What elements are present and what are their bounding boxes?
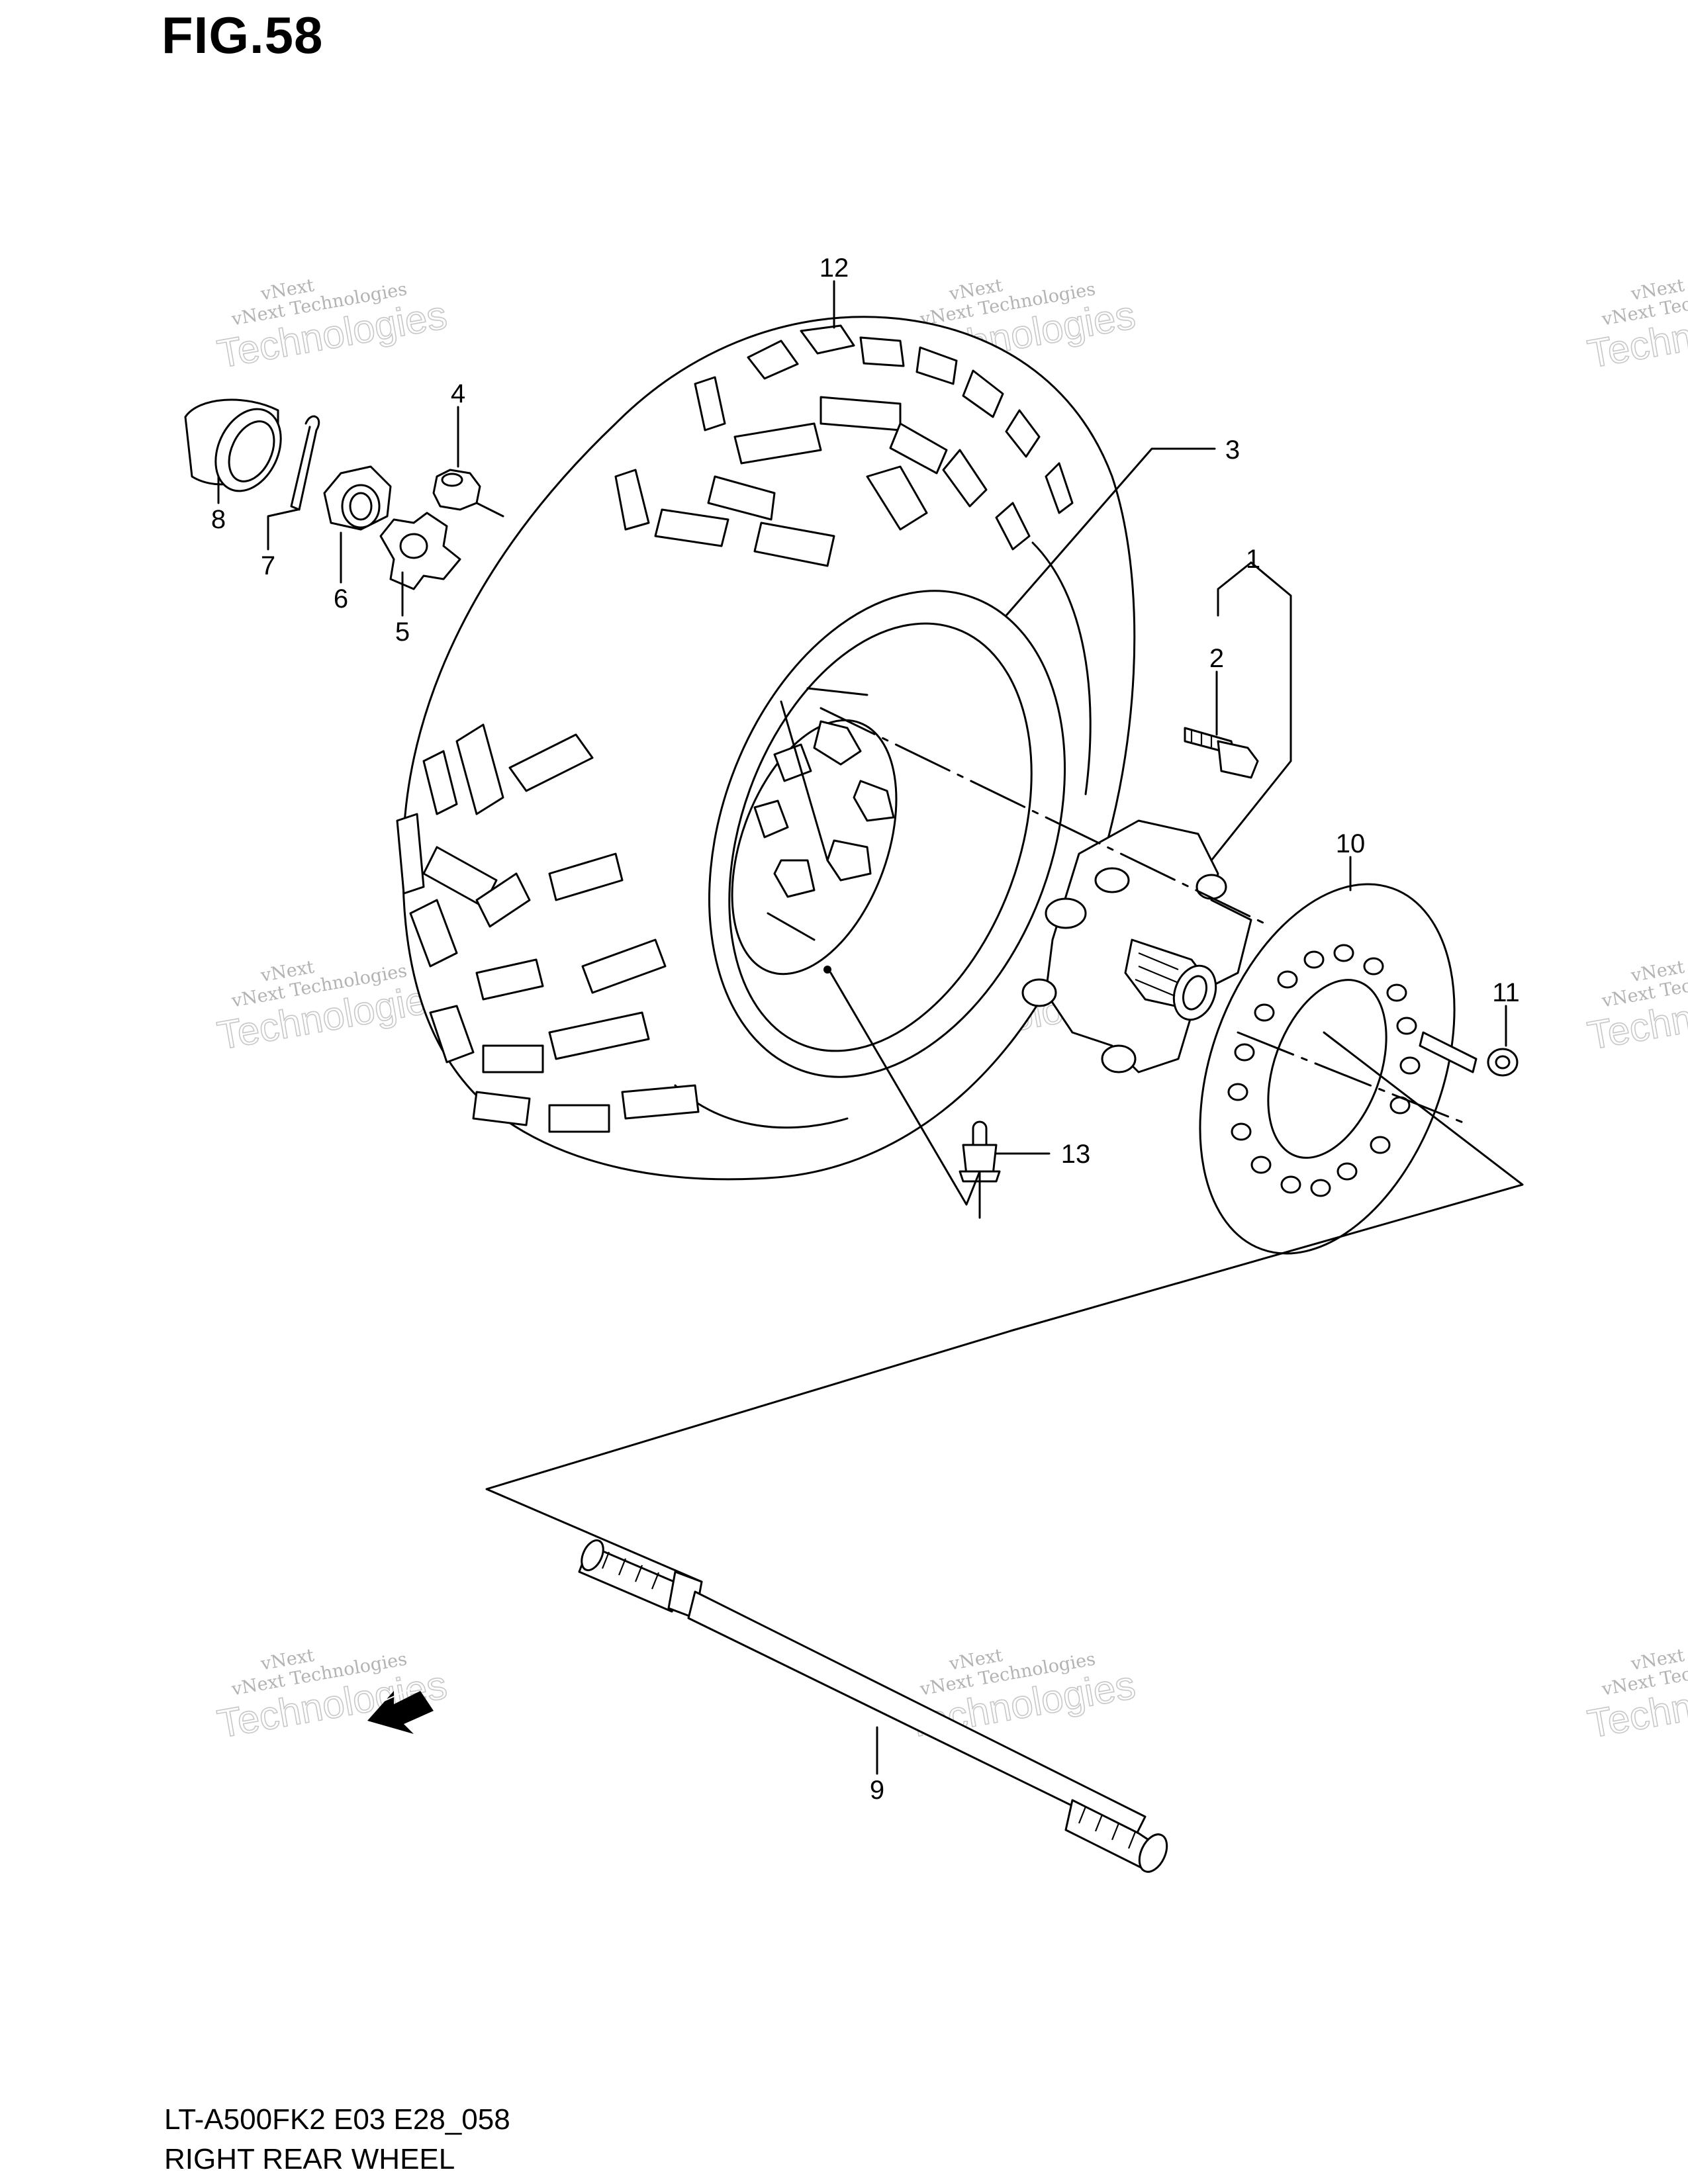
watermark-top-left: vNext vNext Technologies Technologies bbox=[214, 275, 451, 377]
figure-title: FIG.58 bbox=[162, 6, 324, 64]
callout-2: 2 bbox=[1209, 644, 1224, 673]
cotter-pin-part-7 bbox=[290, 415, 320, 511]
axle-shaft-part-9 bbox=[578, 1539, 1168, 1873]
callout-8: 8 bbox=[211, 505, 226, 534]
bolt-part-11 bbox=[1419, 1031, 1519, 1077]
tire-part-12 bbox=[396, 316, 1136, 1181]
castle-nut-part-6 bbox=[323, 465, 392, 531]
callout-7: 7 bbox=[261, 551, 275, 580]
valve-part-13 bbox=[959, 1120, 1001, 1183]
washer-part-5 bbox=[379, 512, 461, 590]
front-direction-arrow-icon bbox=[367, 1687, 434, 1734]
valve-hole bbox=[823, 966, 831, 974]
nut-part-4 bbox=[432, 469, 481, 511]
disc-holes bbox=[1227, 944, 1421, 1197]
callout-1: 1 bbox=[1246, 545, 1260, 574]
wheel-rim-part-3 bbox=[731, 687, 898, 976]
callout-3: 3 bbox=[1225, 435, 1240, 465]
stud-bolt-part-2 bbox=[1184, 727, 1259, 779]
callout-11: 11 bbox=[1492, 978, 1520, 1007]
watermark-top-right: vNext vNext Technologies Technologies bbox=[1584, 275, 1688, 377]
cap-part-8 bbox=[184, 398, 282, 492]
hub-part-1 bbox=[1021, 819, 1252, 1073]
figure-name: RIGHT REAR WHEEL bbox=[164, 2143, 455, 2175]
watermark-mid-right: vNext vNext Technologies Technologies bbox=[1584, 957, 1688, 1059]
callout-9: 9 bbox=[870, 1776, 884, 1805]
watermark-bottom-left: vNext vNext Technologies Technologies bbox=[214, 1645, 451, 1747]
callout-4: 4 bbox=[451, 379, 465, 408]
callout-12: 12 bbox=[820, 253, 849, 283]
callout-6: 6 bbox=[334, 584, 348, 614]
leader-lines bbox=[217, 280, 1524, 1775]
callout-10: 10 bbox=[1336, 829, 1366, 858]
tread-blocks bbox=[396, 324, 1074, 1133]
callout-5: 5 bbox=[395, 617, 410, 647]
watermark-bottom-right: vNext vNext Technologies Technologies bbox=[1584, 1645, 1688, 1747]
model-code: LT-A500FK2 E03 E28_058 bbox=[164, 2103, 510, 2136]
callout-13: 13 bbox=[1061, 1140, 1091, 1169]
callout-labels: 12 3 1 2 4 5 6 7 8 10 11 13 9 bbox=[211, 253, 1520, 1805]
